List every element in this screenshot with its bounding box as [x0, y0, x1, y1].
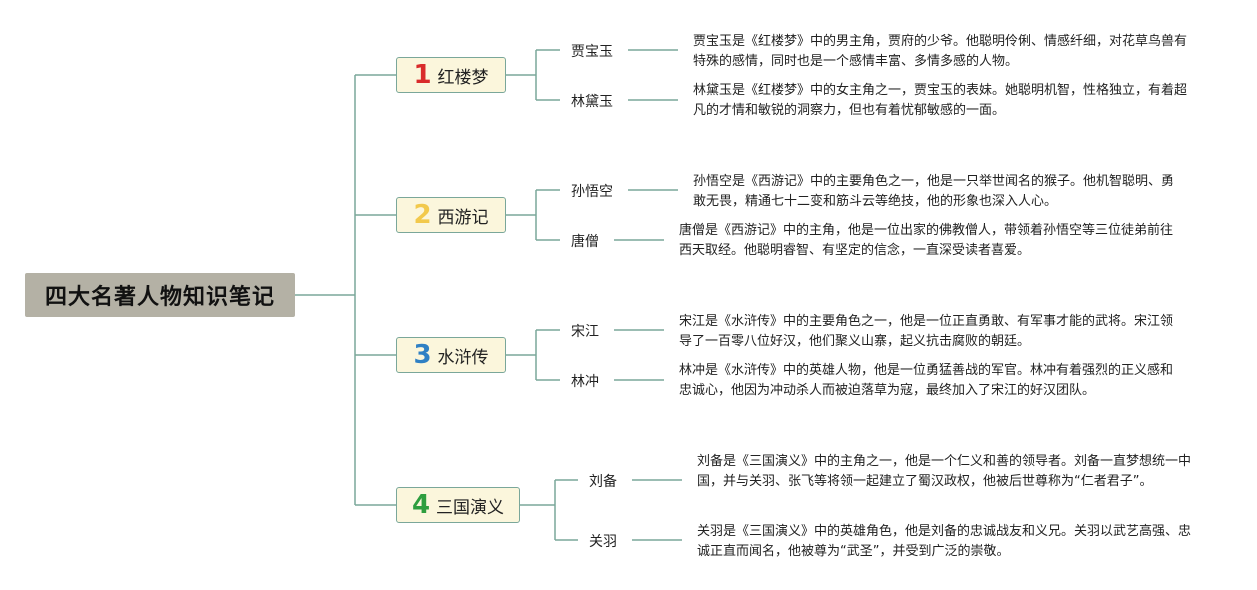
root-topic[interactable]: 四大名著人物知识笔记 — [25, 273, 295, 317]
book-title: 红楼梦 — [437, 67, 489, 88]
branch-book-2 — [506, 189, 560, 241]
book-node-shuihuzhuan[interactable]: 3 水浒传 — [396, 337, 506, 373]
character-node-tangseng[interactable]: 唐僧 — [571, 234, 599, 250]
character-node-lindaiyu[interactable]: 林黛玉 — [571, 94, 613, 110]
character-desc-linchong: 林冲是《水浒传》中的英雄人物，他是一位勇猛善战的军官。林冲有着强烈的正义感和忠诚… — [679, 363, 1174, 398]
number-badge: 4 — [411, 490, 431, 520]
book-title: 三国演义 — [436, 497, 505, 518]
number-badge: 2 — [413, 200, 432, 230]
character-node-guanyu[interactable]: 关羽 — [589, 534, 617, 550]
book-node-xiyouji[interactable]: 2 西游记 — [396, 197, 506, 233]
character-desc-jiabaoyu: 贾宝玉是《红楼梦》中的男主角，贾府的少爷。他聪明伶俐、情感纤细，对花草鸟兽有特殊… — [693, 34, 1188, 69]
branch-book-1 — [506, 49, 560, 101]
branch-book-3 — [506, 329, 560, 381]
book-node-hongloumeng[interactable]: 1 红楼梦 — [396, 57, 506, 93]
book-title: 西游记 — [437, 207, 489, 228]
number-badge: 3 — [413, 340, 432, 370]
character-desc-liubei: 刘备是《三国演义》中的主角之一，他是一个仁义和善的领导者。刘备一直梦想统一中国，… — [697, 454, 1192, 489]
character-node-sunwukong[interactable]: 孙悟空 — [571, 184, 613, 200]
root-title: 四大名著人物知识笔记 — [44, 285, 275, 310]
character-node-songjiang[interactable]: 宋江 — [571, 324, 599, 340]
number-badge: 1 — [413, 60, 432, 90]
book-node-sanguoyanyi[interactable]: 4 三国演义 — [396, 487, 520, 523]
character-desc-tangseng: 唐僧是《西游记》中的主角，他是一位出家的佛教僧人，带领着孙悟空等三位徒弟前往西天… — [679, 223, 1174, 258]
book-title: 水浒传 — [437, 347, 489, 368]
character-node-linchong[interactable]: 林冲 — [571, 374, 599, 390]
character-desc-lindaiyu: 林黛玉是《红楼梦》中的女主角之一，贾宝玉的表妹。她聪明机智，性格独立，有着超凡的… — [693, 83, 1188, 118]
character-desc-sunwukong: 孙悟空是《西游记》中的主要角色之一，他是一只举世闻名的猴子。他机智聪明、勇敢无畏… — [693, 174, 1175, 209]
character-desc-guanyu: 关羽是《三国演义》中的英雄角色，他是刘备的忠诚战友和义兄。关羽以武艺高强、忠诚正… — [697, 524, 1192, 559]
character-node-jiabaoyu[interactable]: 贾宝玉 — [571, 44, 613, 60]
character-desc-songjiang: 宋江是《水浒传》中的主要角色之一，他是一位正直勇敢、有军事才能的武将。宋江领导了… — [679, 314, 1174, 349]
branch-book-4 — [520, 479, 578, 541]
character-node-liubei[interactable]: 刘备 — [589, 474, 617, 490]
